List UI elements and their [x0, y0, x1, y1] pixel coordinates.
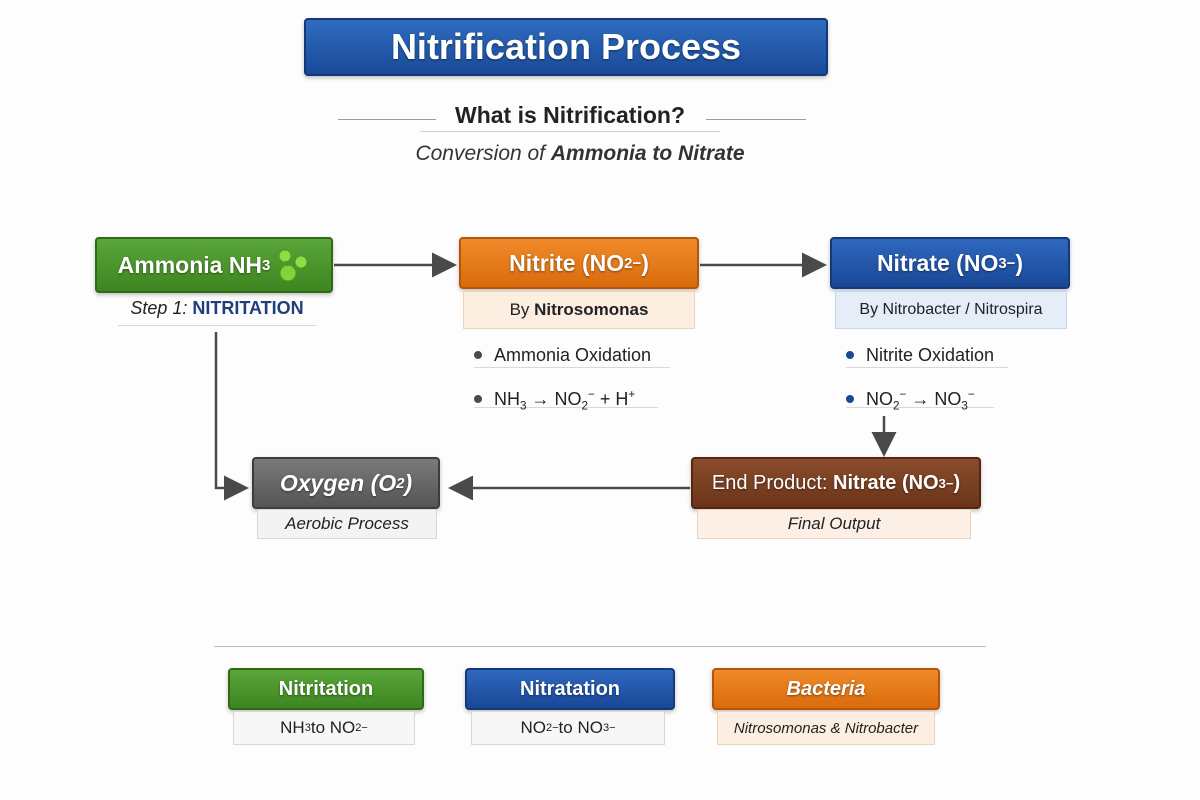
end-product-superscript: −	[945, 475, 954, 491]
eq2-a: NO	[866, 389, 893, 409]
oxygen-close: )	[404, 469, 413, 496]
legend-nitritation-a-sub: 3	[304, 722, 311, 734]
legend-nitritation-b-sup: −	[361, 722, 368, 734]
tagline-bold: Ammonia to Nitrate	[550, 142, 745, 165]
eq-arrow: → NO	[526, 389, 582, 409]
legend-nitratation-a-sup: −	[552, 722, 559, 734]
legend-nitritation-a: NH	[280, 718, 305, 737]
list-item: NO2− → NO3−	[846, 382, 994, 413]
eq-c: + H	[594, 389, 629, 409]
end-product-close: )	[953, 471, 961, 494]
nitrate-subscript: 3	[998, 254, 1007, 272]
ammonia-step-label: Step 1: NITRITATION	[118, 298, 316, 326]
subtitle: What is Nitrification?	[420, 98, 720, 132]
oxygen-subscript: 2	[396, 474, 405, 492]
subtitle-rule-right	[706, 119, 806, 120]
molecule-icon	[278, 249, 308, 282]
legend-nitratation-mid: to NO	[558, 718, 603, 737]
nitrate-superscript: −	[1006, 254, 1016, 272]
ammonia-subscript: 3	[262, 256, 271, 274]
tagline-prefix: Conversion of	[415, 142, 551, 165]
arrow-ammonia-to-oxygen	[214, 332, 249, 501]
page-title: Nitrification Process	[304, 18, 828, 76]
ammonia-step-name: NITRITATION	[192, 298, 304, 318]
ammonia-step-prefix: Step 1:	[130, 298, 193, 318]
bullet-dot	[846, 350, 854, 359]
legend-nitratation: Nitratation	[465, 668, 675, 710]
legend-bacteria: Bacteria	[712, 668, 940, 710]
bullet-dot	[474, 350, 482, 359]
oxygen-label: Oxygen (O	[279, 469, 397, 496]
legend-nitritation-b-sub: 2	[355, 722, 362, 734]
nitrite-close: )	[641, 249, 649, 276]
nitrate-bacteria: By Nitrobacter / Nitrospira	[835, 291, 1067, 329]
legend-nitratation-b-sub: 3	[602, 722, 610, 734]
bullet-dot	[846, 394, 854, 403]
eq-b-sub: 2	[581, 399, 589, 413]
legend-divider	[214, 646, 986, 647]
nitrate-label: Nitrate (NO	[876, 249, 999, 276]
list-item: NH3 → NO2− + H+	[474, 382, 658, 413]
nitrite-bacteria: By Nitrosomonas	[463, 291, 695, 329]
subtitle-rule-left	[338, 119, 436, 120]
eq2-a-sub: 2	[893, 399, 900, 413]
oxygen-desc: Aerobic Process	[257, 509, 437, 539]
end-product-prefix: End Product:	[711, 471, 828, 494]
bullet-dot	[474, 394, 482, 403]
nitrite-bacteria-name: Nitrosomonas	[534, 300, 649, 319]
eq2-b-sup: −	[967, 388, 975, 401]
nitrate-close: )	[1015, 249, 1024, 276]
eq-a-sub: 3	[520, 399, 527, 413]
end-product-label: Nitrate (NO	[833, 471, 939, 494]
eq2-b-sub: 3	[961, 399, 968, 413]
nitrite-label: Nitrite (NO	[509, 249, 625, 276]
end-product-subscript: 3	[938, 475, 946, 491]
nitrite-superscript: −	[632, 254, 642, 272]
end-product-desc: Final Output	[697, 509, 971, 539]
eq-b-sup: −	[588, 388, 595, 401]
tagline: Conversion of Ammonia to Nitrate	[300, 142, 860, 172]
legend-nitratation-b-sup: −	[609, 722, 616, 734]
nitrite-bacteria-prefix: By	[509, 300, 530, 319]
eq2-arrow: → NO	[906, 389, 962, 409]
ammonia-label: Ammonia NH	[117, 251, 263, 278]
legend-nitritation: Nitritation	[228, 668, 424, 710]
nitrite-subscript: 2	[624, 254, 633, 272]
legend-bacteria-desc: Nitrosomonas & Nitrobacter	[717, 711, 935, 745]
eq-a: NH	[494, 389, 520, 409]
legend-nitritation-mid: to NO	[310, 718, 356, 737]
legend-nitratation-a: NO	[520, 718, 546, 737]
legend-nitratation-a-sub: 2	[545, 722, 553, 734]
list-item: Ammonia Oxidation	[474, 342, 670, 368]
eq-c-sup: +	[628, 388, 636, 401]
ammonia-oxidation-text: Ammonia Oxidation	[494, 345, 652, 365]
eq2-a-sup: −	[899, 388, 907, 401]
list-item: Nitrite Oxidation	[846, 342, 1008, 368]
nitrite-oxidation-text: Nitrite Oxidation	[866, 345, 995, 365]
